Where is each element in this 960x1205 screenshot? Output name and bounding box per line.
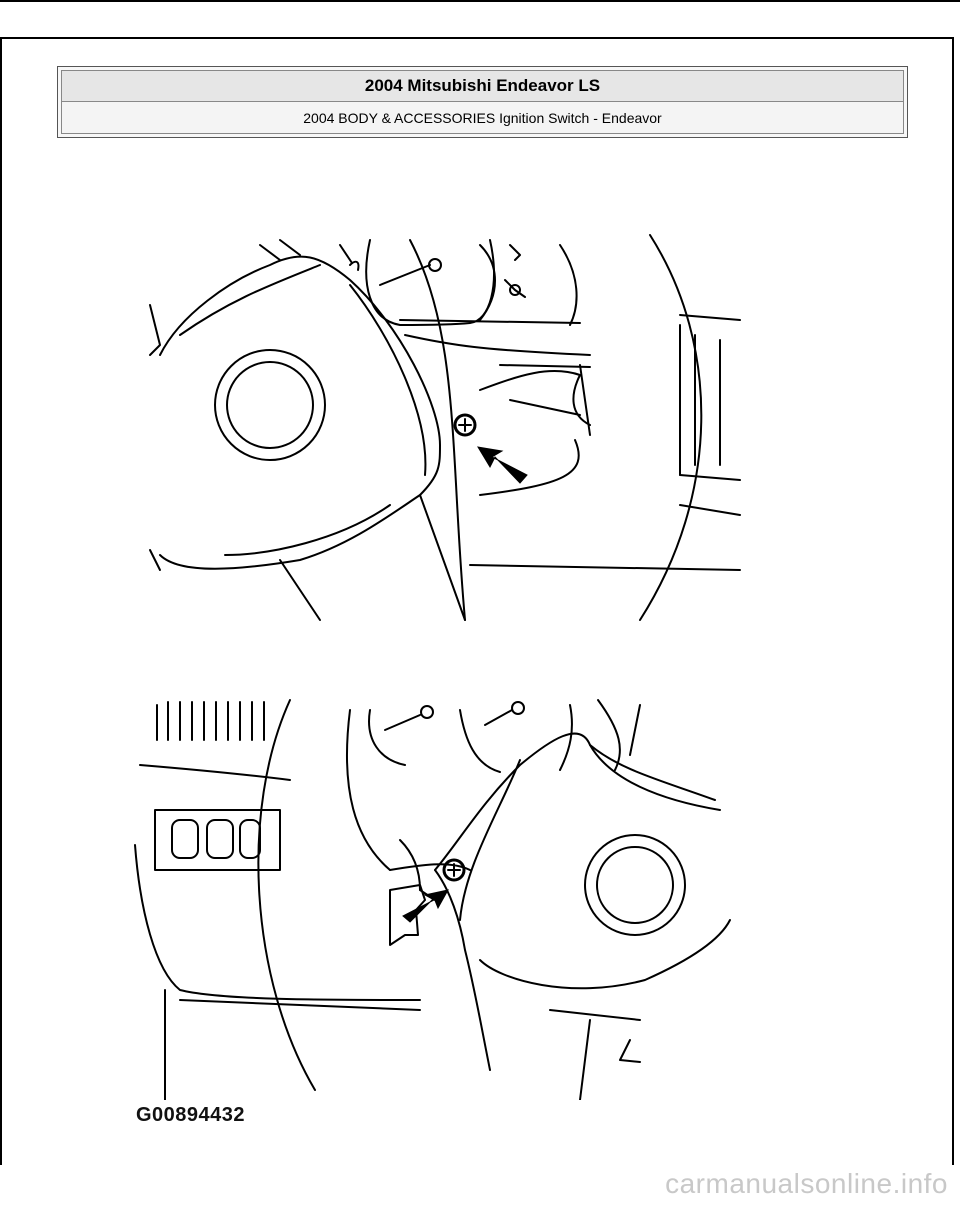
figure-id-label: G00894432 (136, 1104, 246, 1126)
frame-left-border (0, 38, 2, 1165)
airbag-pad (160, 257, 440, 569)
switch-button-3 (240, 820, 260, 858)
ignition-switch-bracket (390, 885, 425, 945)
horn-emblem-outer (215, 350, 325, 460)
airbag-pad (435, 734, 715, 870)
document-subtitle: 2004 BODY & ACCESSORIES Ignition Switch … (62, 102, 903, 133)
steering-wheel-rim-left (258, 700, 315, 1090)
switch-button-1 (172, 820, 198, 858)
illustration-top (120, 225, 760, 635)
watermark-text: carmanualsonline.info (665, 1168, 948, 1199)
document-header: 2004 Mitsubishi Endeavor LS 2004 BODY & … (57, 66, 908, 138)
horn-emblem-outer (585, 835, 685, 935)
steering-column-edge (410, 240, 465, 620)
pointer-arrow (403, 890, 448, 922)
frame-top-border (0, 37, 954, 39)
gauge-cluster (366, 240, 494, 325)
gauge-needle-2 (510, 245, 520, 260)
frame-right-border (952, 38, 954, 1165)
header-table: 2004 Mitsubishi Endeavor LS 2004 BODY & … (61, 70, 904, 134)
horn-emblem-inner (227, 362, 313, 448)
illustration-bottom (120, 690, 760, 1100)
switch-button-2 (207, 820, 233, 858)
pointer-arrow (478, 447, 527, 483)
air-vent (157, 702, 264, 740)
page-frame (0, 0, 960, 2)
screw (444, 860, 464, 880)
horn-emblem-inner (597, 847, 673, 923)
steering-wheel-rim-right (640, 235, 701, 620)
screw (455, 415, 475, 435)
gauge-needle-1 (380, 265, 430, 285)
document-title: 2004 Mitsubishi Endeavor LS (62, 71, 903, 102)
